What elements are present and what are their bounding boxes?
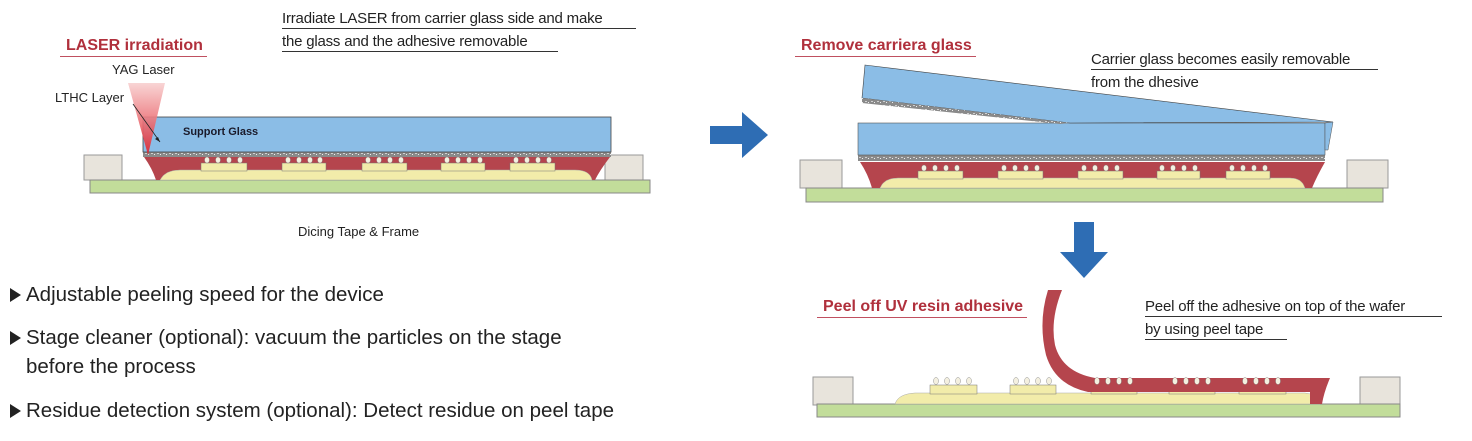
feature-item: Residue detection system (optional): Det… (10, 399, 614, 423)
frame-left (812, 376, 854, 406)
step2-desc-line2: from the dhesive (1091, 74, 1199, 91)
feature-text: Stage cleaner (optional): vacuum the par… (26, 326, 562, 349)
frame-right (1359, 376, 1401, 406)
bullet-triangle-icon (10, 288, 21, 302)
feature-text: Residue detection system (optional): Det… (26, 399, 615, 422)
step3-desc-line2: by using peel tape (1145, 321, 1287, 340)
step3-title: Peel off UV resin adhesive (817, 298, 1028, 318)
feature-item: Stage cleaner (optional): vacuum the par… (10, 326, 562, 350)
frame-left (83, 154, 123, 181)
step2-title: Remove carriera glass (795, 37, 976, 57)
lthc-pointer (132, 103, 161, 143)
chips (917, 170, 1271, 180)
lthc-layer-lifted (862, 98, 1070, 124)
support-glass-label: Support Glass (183, 126, 259, 138)
arrow-right-icon (710, 112, 768, 158)
bullet-triangle-icon (10, 404, 21, 418)
bumps (933, 377, 1281, 385)
step1-diagram (83, 83, 651, 194)
dicing-tape (89, 179, 651, 194)
step1-title: LASER irradiation (60, 37, 207, 57)
glass-edge (1324, 121, 1334, 151)
dicing-tape (805, 187, 1384, 203)
yag-laser-label: YAG Laser (112, 62, 175, 77)
arrow-down-icon (1060, 222, 1108, 278)
feature-text: Adjustable peeling speed for the device (26, 283, 384, 306)
step2-desc-line1: Carrier glass becomes easily removable (1091, 51, 1378, 70)
frame-right (1346, 159, 1389, 189)
frame-left (799, 159, 843, 189)
frame-right (604, 154, 644, 181)
laser-beam (128, 83, 165, 155)
step3-desc-line1: Peel off the adhesive on top of the wafe… (1145, 298, 1442, 317)
step1-desc-line2: the glass and the adhesive removable (282, 33, 558, 52)
lthc-layer (858, 155, 1325, 161)
chips (200, 162, 556, 172)
support-glass (142, 116, 612, 153)
dicing-tape-label: Dicing Tape & Frame (298, 224, 420, 239)
lthc-layer (143, 152, 611, 157)
feature-item: Adjustable peeling speed for the device (10, 283, 384, 307)
step2-diagram (799, 64, 1389, 203)
bullet-triangle-icon (10, 331, 21, 345)
dicing-tape (816, 403, 1401, 418)
lthc-layer-label: LTHC Layer (55, 90, 125, 105)
wafer (159, 169, 593, 181)
wafer (879, 177, 1306, 189)
step3-diagram (812, 290, 1401, 418)
wafer (894, 392, 1321, 405)
feature-text-continued: before the process (26, 355, 196, 378)
bumps (921, 164, 1268, 172)
step1-desc-line1: Irradiate LASER from carrier glass side … (282, 10, 636, 29)
support-glass (857, 122, 1326, 156)
lthc-pointer-head (155, 137, 160, 142)
